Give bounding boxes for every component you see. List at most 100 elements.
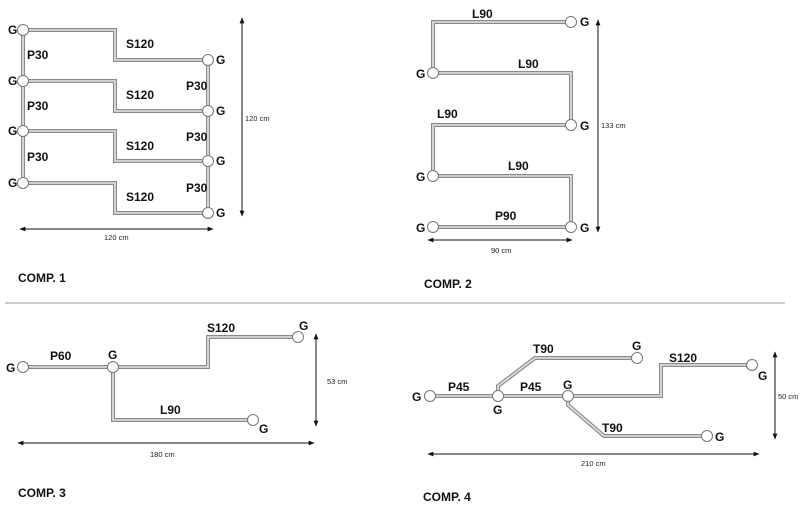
segment-label: T90 [533,342,554,356]
segment-label: P30 [27,99,49,113]
node [427,67,439,79]
segment-label: P30 [27,48,49,62]
node [202,105,214,117]
node-label: G [416,67,425,81]
pipe-inner [433,72,572,125]
node [17,75,29,87]
node-label: G [216,154,225,168]
pipe-l90 [111,367,253,422]
node [427,170,439,182]
node [202,155,214,167]
node [17,361,29,373]
pipe-t90 [566,396,707,438]
composition-title: COMP. 1 [18,271,66,285]
composition-2: G G G G G G L90 L90 L90 L90 P90 133 cm 9… [416,7,626,291]
width-dimension-label: 210 cm [581,459,606,468]
segment-label: L90 [472,7,493,21]
node-label: G [259,422,268,436]
node-label: G [412,390,421,404]
pipe-l90 [431,20,571,73]
segment-label: P30 [186,181,208,195]
node-label: G [8,176,17,190]
node [492,390,504,402]
segment-label: L90 [518,57,539,71]
segment-label: P30 [27,150,49,164]
node-label: G [8,74,17,88]
segment-label: P60 [50,349,72,363]
node-label: G [6,361,15,375]
composition-title: COMP. 3 [18,486,66,500]
node-label: G [416,170,425,184]
node [247,414,259,426]
node [17,24,29,36]
segment-label: S120 [669,351,697,365]
segment-label: S120 [207,321,235,335]
segment-label: S120 [126,139,154,153]
width-dimension-label: 120 cm [104,233,129,242]
composition-3: G G G G P60 S120 L90 53 cm 180 cm COMP. … [6,319,347,500]
composition-title: COMP. 2 [424,277,472,291]
segment-label: S120 [126,37,154,51]
node-label: G [108,348,117,362]
height-dimension-label: 120 cm [245,114,270,123]
pipe-inner [432,124,571,176]
node-label: G [416,221,425,235]
node [746,359,758,371]
node-label: G [580,15,589,29]
node [701,430,713,442]
nodes [17,24,214,219]
composition-1: G G G G G G G G P30 P30 P30 P30 P30 P30 … [8,17,270,285]
segment-label: P30 [186,130,208,144]
node-label: G [299,319,308,333]
pipe-inner [23,29,208,61]
height-dimension-label: 53 cm [327,377,347,386]
pipe-inner [23,130,208,162]
segment-label: P45 [520,380,542,394]
node-label: G [632,339,641,353]
pipe-s120 [113,335,297,369]
segment-label: L90 [160,403,181,417]
node-label: G [216,104,225,118]
node [427,221,439,233]
composition-title: COMP. 4 [423,490,471,504]
pipe-inner [23,80,208,112]
node [202,207,214,219]
node [565,16,577,28]
node [107,361,119,373]
node [17,177,29,189]
segment-label: P45 [448,380,470,394]
node-label: G [580,119,589,133]
node [202,54,214,66]
node [631,352,643,364]
pipe-inner [23,182,208,214]
pipe-inner [112,367,253,421]
node-label: G [493,403,502,417]
height-dimension-label: 50 cm [778,392,798,401]
segment-label: S120 [126,190,154,204]
node-label: G [563,378,572,392]
width-dimension-label: 180 cm [150,450,175,459]
node [562,390,574,402]
composition-4: G G G G G G P45 P45 T90 S120 T90 50 cm 2… [412,339,798,504]
segment-label: P30 [186,79,208,93]
node-label: G [758,369,767,383]
pipe-inner [433,175,572,227]
node [292,331,304,343]
segment-label: S120 [126,88,154,102]
node-label: G [216,206,225,220]
node [565,119,577,131]
node [424,390,436,402]
pipe-s120 [568,363,752,398]
pipe-inner [567,396,707,437]
node-label: G [8,124,17,138]
pipe-inner [568,364,752,397]
node-label: G [216,53,225,67]
segment-label: P90 [495,209,517,223]
node-label: G [580,221,589,235]
node [17,125,29,137]
segment-label: L90 [508,159,529,173]
node [565,221,577,233]
width-dimension-label: 90 cm [491,246,511,255]
height-dimension-label: 133 cm [601,121,626,130]
